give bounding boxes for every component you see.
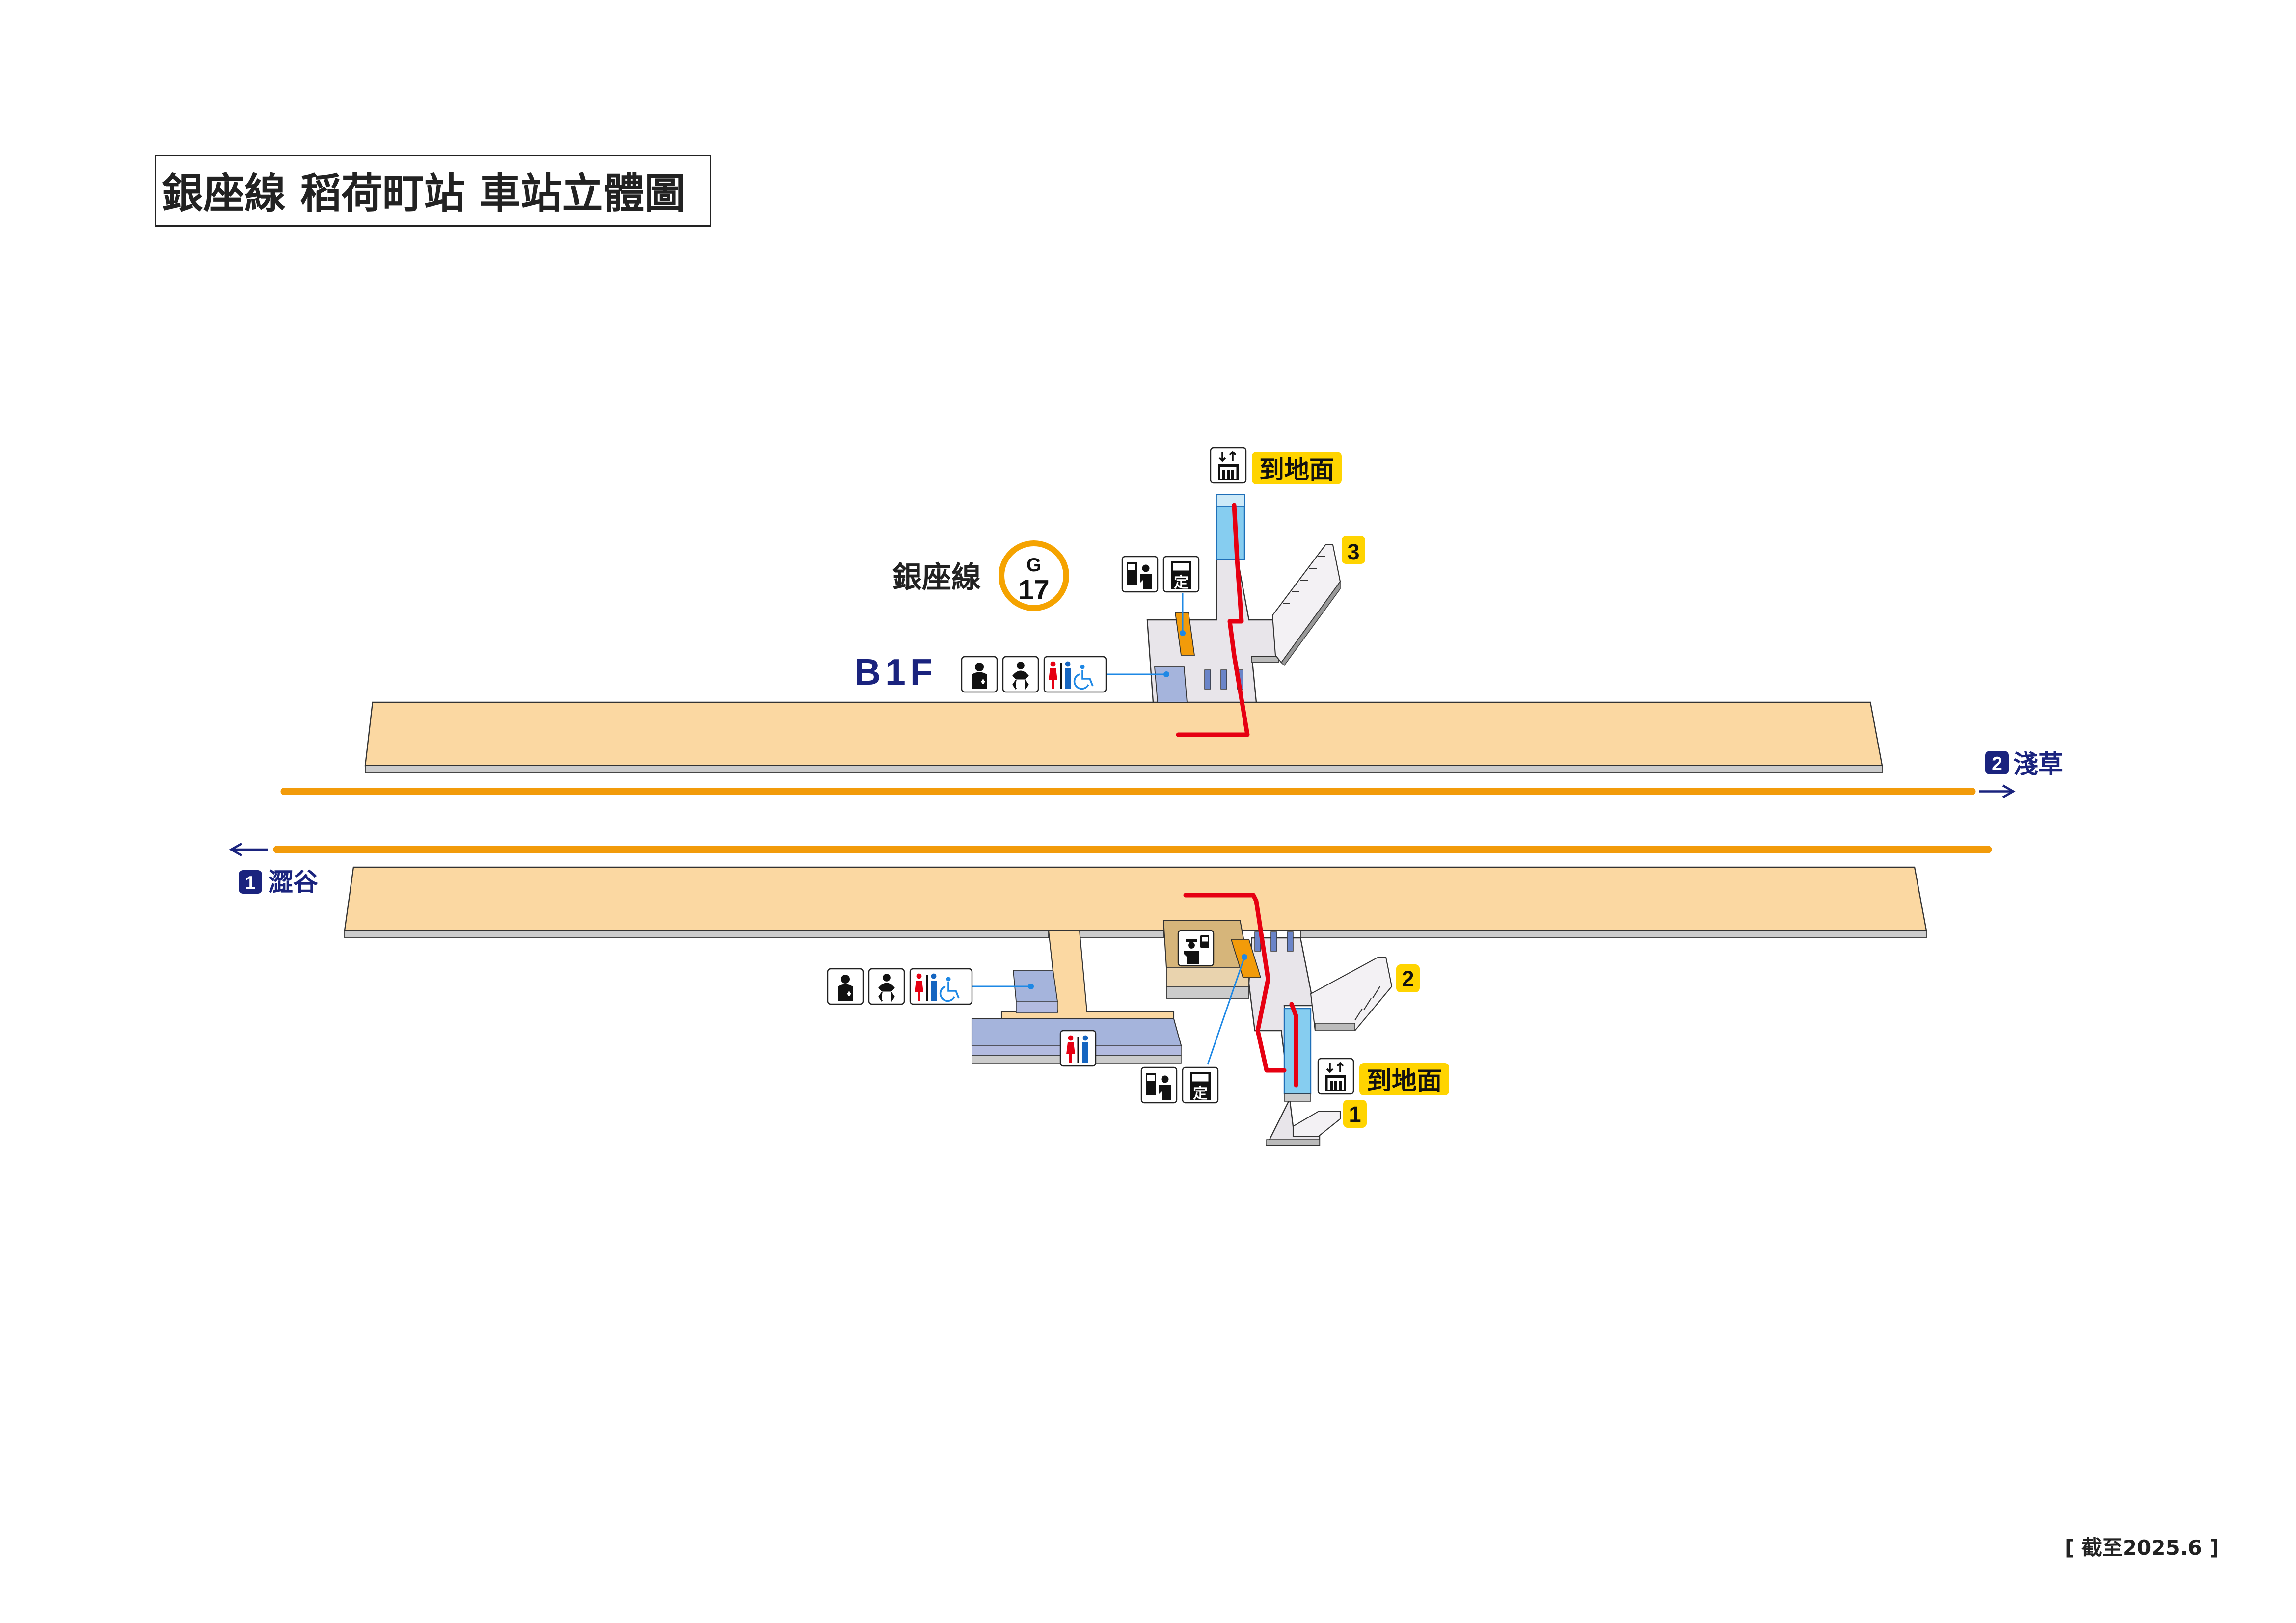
as-of-date: [ 截至2025.6 ] bbox=[2065, 1536, 2219, 1560]
svg-text:1: 1 bbox=[245, 873, 256, 894]
upper-concourse bbox=[1105, 494, 1341, 737]
accessible-route-lower bbox=[1183, 893, 1287, 1073]
to-ground-label-lower[interactable]: 到地面 bbox=[1359, 1063, 1449, 1096]
page-title: 銀座線 稻荷町站 車站立體圖 bbox=[162, 169, 686, 217]
exit-3-badge[interactable]: 3 bbox=[1342, 536, 1365, 564]
elevator-icon bbox=[1317, 1058, 1354, 1095]
stairs-exit-2[interactable] bbox=[1310, 956, 1393, 1032]
floor-label: B1F bbox=[854, 651, 937, 692]
line-name: 銀座線 bbox=[892, 560, 981, 595]
elevator-icon bbox=[1210, 447, 1247, 484]
baby-changing-icon bbox=[868, 968, 905, 1005]
stairs-exit-1[interactable] bbox=[1292, 1111, 1341, 1138]
svg-text:3: 3 bbox=[1347, 539, 1359, 564]
accessible-route-upper bbox=[1176, 503, 1250, 737]
title-box: 銀座線 稻荷町站 車站立體圖 bbox=[155, 155, 711, 227]
ticket-gates-lower[interactable] bbox=[1254, 931, 1294, 952]
station-number-badge: G 17 bbox=[999, 540, 1069, 612]
toilet-icon bbox=[1059, 1030, 1097, 1067]
direction-asakusa[interactable]: 2 淺草 bbox=[1985, 750, 2063, 779]
svg-text:淺草: 淺草 bbox=[2013, 750, 2063, 779]
svg-text:1: 1 bbox=[1349, 1102, 1361, 1127]
svg-text:澀谷: 澀谷 bbox=[268, 868, 318, 897]
svg-text:到地面: 到地面 bbox=[1259, 456, 1334, 485]
lower-platform bbox=[344, 866, 1927, 1020]
svg-text:2: 2 bbox=[1402, 966, 1414, 991]
ticket-machine-icon bbox=[1140, 1066, 1178, 1104]
svg-text:定: 定 bbox=[1193, 1085, 1208, 1102]
svg-text:2: 2 bbox=[1992, 753, 2002, 774]
nursing-room-icon bbox=[961, 656, 998, 693]
svg-text:17: 17 bbox=[1018, 574, 1049, 606]
track-to-shibuya bbox=[229, 843, 1992, 856]
toilet-icon bbox=[909, 968, 973, 1005]
ticket-machine-icon bbox=[1121, 556, 1159, 593]
svg-text:到地面: 到地面 bbox=[1367, 1067, 1442, 1096]
exit-1-badge[interactable]: 1 bbox=[1343, 1100, 1367, 1128]
track-to-asakusa bbox=[280, 784, 2016, 798]
baby-changing-icon bbox=[1002, 656, 1039, 693]
svg-text:G: G bbox=[1026, 555, 1041, 576]
upper-platform bbox=[364, 701, 1883, 773]
toilet-icon bbox=[1043, 656, 1107, 693]
nursing-room-icon bbox=[827, 968, 864, 1005]
exit-2-badge[interactable]: 2 bbox=[1396, 964, 1420, 993]
to-ground-label-upper[interactable]: 到地面 bbox=[1252, 452, 1342, 485]
stairs-exit-3[interactable] bbox=[1271, 544, 1341, 666]
direction-shibuya[interactable]: 1 澀谷 bbox=[239, 868, 318, 897]
svg-text:定: 定 bbox=[1174, 574, 1189, 591]
station-office-icon bbox=[1177, 930, 1215, 967]
toilet-block-upper bbox=[1154, 666, 1188, 703]
